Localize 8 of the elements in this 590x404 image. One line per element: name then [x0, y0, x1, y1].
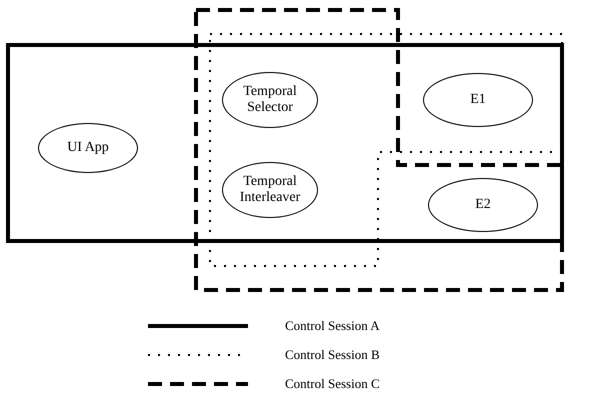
legend-label: Control Session B [285, 347, 380, 363]
ellipse-node: E2 [428, 178, 538, 232]
legend-label: Control Session A [285, 318, 380, 334]
ellipse-node: UI App [38, 123, 138, 173]
legend-label: Control Session C [285, 376, 380, 392]
ellipse-node: E1 [423, 73, 533, 127]
ellipse-node: Temporal Interleaver [222, 162, 318, 218]
ellipse-node: Temporal Selector [222, 72, 318, 128]
